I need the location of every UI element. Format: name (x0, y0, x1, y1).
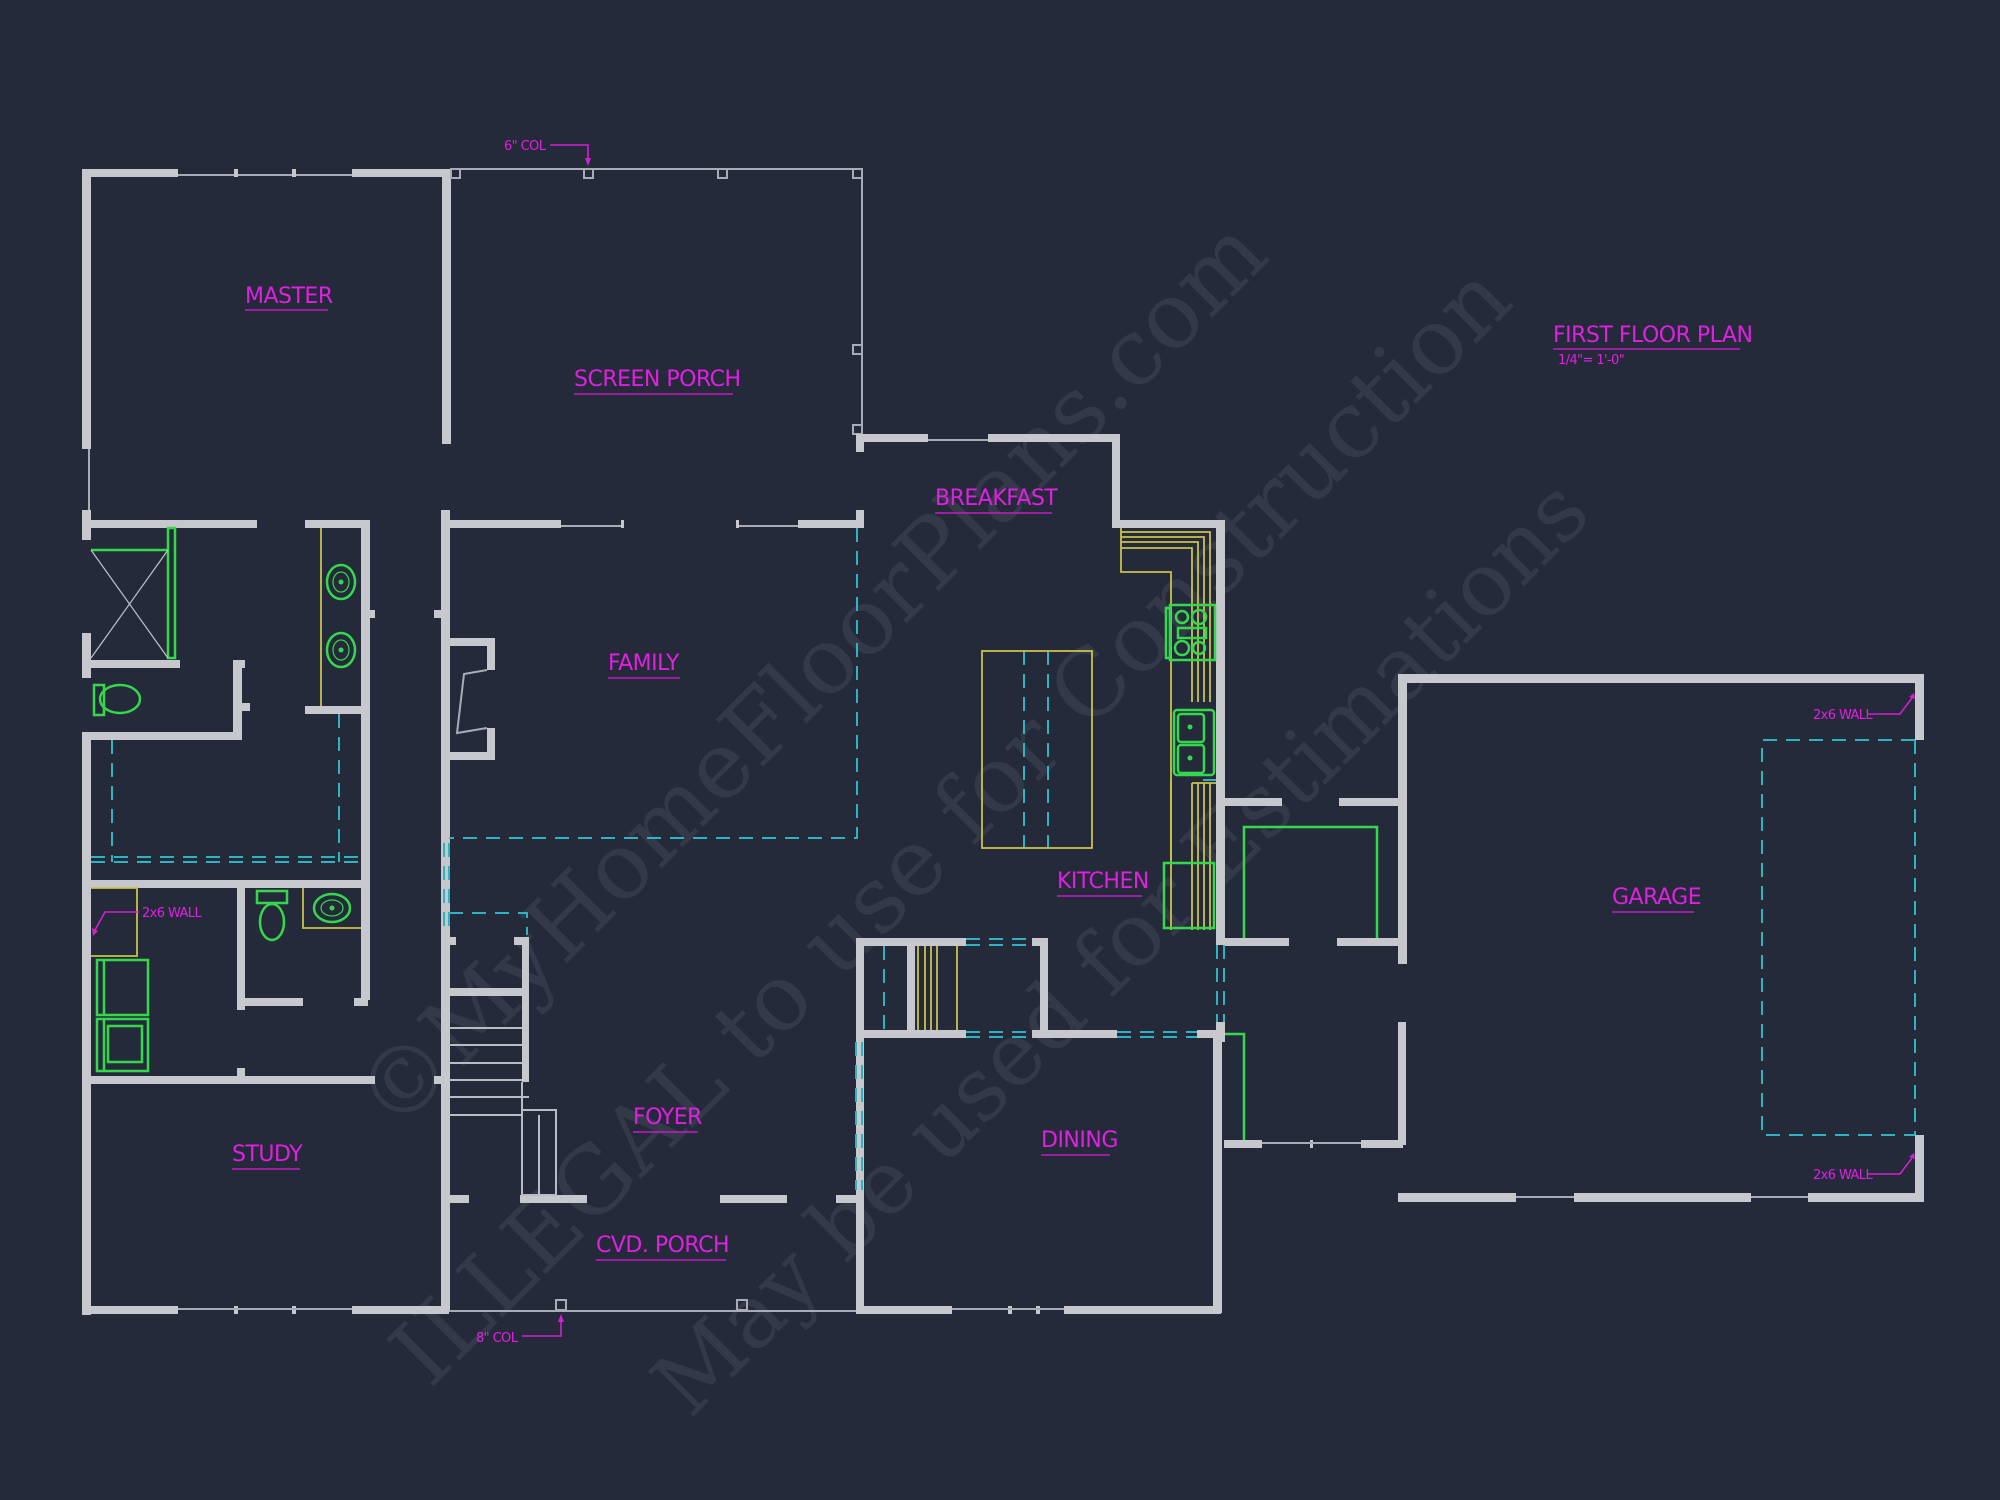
annotation-8in-col: 8" COL (476, 1331, 519, 1346)
annotation-2x6-wall-laundry: 2x6 WALL (142, 906, 202, 921)
room-label-master: MASTER (245, 284, 333, 309)
annotation-2x6-wall-garage-top: 2x6 WALL (1813, 708, 1873, 723)
stair-icon (449, 1027, 557, 1196)
watermark: ©MyHomeFloorPlans.com ILLEGAL to use for… (335, 198, 1608, 1434)
sink-icon (312, 892, 352, 924)
room-label-foyer: FOYER (633, 1105, 702, 1130)
room-label-screen-porch: SCREEN PORCH (574, 367, 741, 392)
fixtures (90, 526, 1379, 1140)
annotation-6in-col: 6" COL (504, 139, 547, 154)
annotation-2x6-wall-garage-bottom: 2x6 WALL (1813, 1168, 1873, 1183)
room-label-breakfast: BREAKFAST (935, 486, 1058, 511)
room-label-study: STUDY (232, 1142, 303, 1167)
toilet-icon (255, 889, 289, 942)
walls (82, 168, 1924, 1315)
room-labels: MASTER SCREEN PORCH BREAKFAST FAMILY KIT… (232, 284, 1702, 1261)
room-label-kitchen: KITCHEN (1057, 869, 1149, 894)
plan-title-block: FIRST FLOOR PLAN 1/4"= 1'-0" (1553, 323, 1753, 368)
room-label-family: FAMILY (608, 651, 680, 676)
annotations: 6" COL 8" COL 2x6 WALL 2x6 WALL 2x6 WALL (92, 139, 1915, 1346)
kitchen-island (981, 650, 1093, 849)
range-icon (1164, 603, 1217, 662)
plan-title: FIRST FLOOR PLAN (1553, 323, 1752, 348)
room-label-dining: DINING (1041, 1128, 1118, 1153)
plan-scale: 1/4"= 1'-0" (1558, 353, 1624, 368)
refrigerator-icon (1162, 861, 1216, 930)
room-label-cvd-porch: CVD. PORCH (596, 1233, 729, 1258)
watermark-line-2: ILLEGAL to use for Construction (370, 244, 1531, 1405)
shower-icon (90, 526, 177, 660)
sink-icon (325, 563, 357, 669)
toilet-icon (92, 683, 142, 717)
dashed-lines (91, 528, 1916, 1190)
washer-icon (95, 958, 150, 1017)
room-label-garage: GARAGE (1612, 885, 1701, 910)
double-sink-icon (1172, 708, 1216, 777)
cabinets (91, 528, 1216, 1030)
fireplace-icon (450, 638, 495, 760)
dryer-icon (95, 1017, 150, 1073)
